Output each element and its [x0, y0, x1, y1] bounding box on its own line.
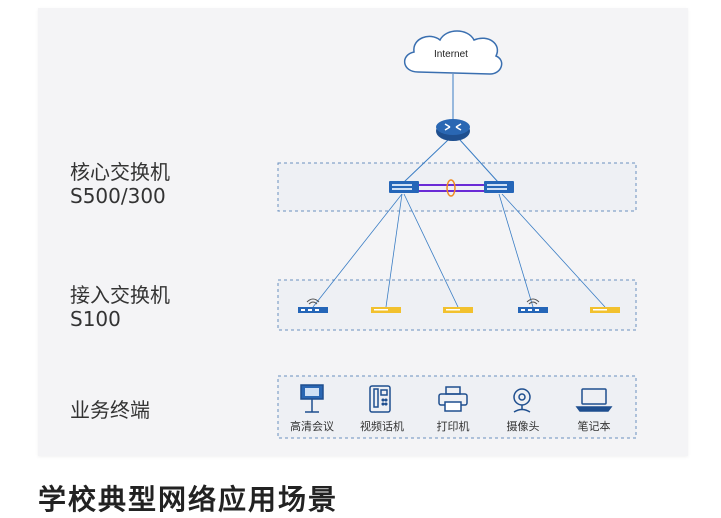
- core-tier-name: 核心交换机: [70, 160, 170, 184]
- video-conference-icon: [300, 384, 324, 413]
- link-core-access-2: [385, 193, 403, 308]
- terminal-tier-label: 业务终端: [70, 398, 150, 422]
- link-core-access-4: [498, 193, 534, 308]
- terminal-label-4: 摄像头: [507, 419, 540, 433]
- core-tier-model: S500/300: [70, 184, 166, 208]
- access-switch-1-icon: [298, 298, 328, 313]
- link-core-access-3: [403, 193, 459, 308]
- terminal-label-1: 高清会议: [290, 419, 334, 433]
- access-tier-label: 接入交换机 S100: [70, 283, 170, 331]
- core-switch-right-icon: [484, 181, 514, 193]
- terminal-tier-name: 业务终端: [70, 398, 150, 422]
- terminal-label-5: 笔记本: [578, 419, 611, 433]
- access-switch-5-icon: [590, 307, 620, 313]
- uplinks: [403, 74, 499, 183]
- terminal-label-3: 打印机: [437, 419, 470, 433]
- core-tier-label: 核心交换机 S500/300: [70, 160, 170, 208]
- access-switch-4-icon: [518, 298, 548, 313]
- internet-label: Internet: [434, 49, 468, 60]
- link-router-core-right: [459, 139, 499, 183]
- link-core-access-1: [312, 193, 403, 308]
- access-switch-3-icon: [443, 307, 473, 313]
- core-switch-left-icon: [389, 181, 419, 193]
- link-core-access-5: [501, 193, 606, 308]
- terminal-label-2: 视频话机: [360, 419, 404, 433]
- core-stack-link: [418, 179, 484, 197]
- downlinks: [312, 193, 606, 308]
- router-icon: [436, 119, 470, 141]
- video-phone-icon: [369, 385, 391, 413]
- network-diagram: Internet: [277, 30, 637, 439]
- section-heading: 学校典型网络应用场景: [38, 483, 339, 516]
- core-tier-box: [277, 162, 637, 212]
- laptop-icon: [575, 388, 613, 412]
- access-tier-model: S100: [70, 307, 121, 331]
- internet-cloud-icon: [404, 30, 503, 75]
- printer-icon: [438, 386, 468, 412]
- link-router-core-left: [403, 139, 449, 183]
- access-switch-2-icon: [371, 307, 401, 313]
- camera-icon: [513, 388, 531, 413]
- access-tier-name: 接入交换机: [70, 283, 170, 307]
